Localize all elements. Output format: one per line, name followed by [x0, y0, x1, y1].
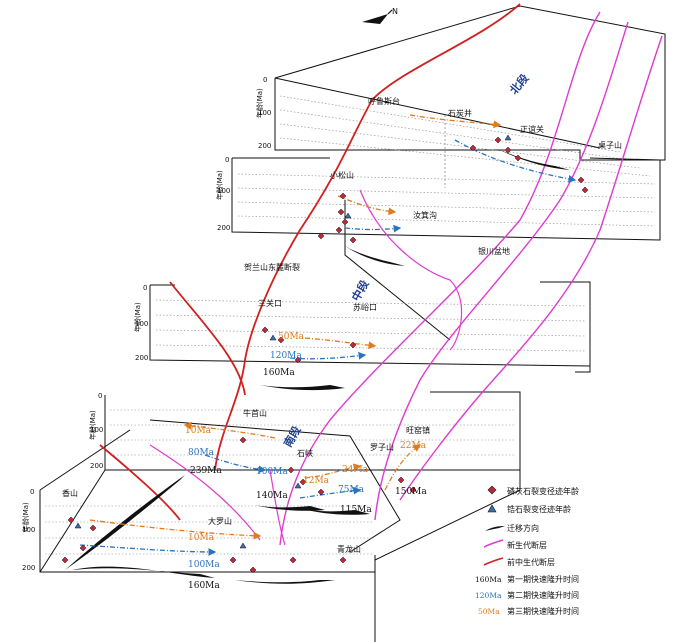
svg-text:新生代断层: 新生代断层: [507, 540, 547, 550]
migration-legend-icon: [485, 526, 505, 531]
svg-text:200: 200: [22, 564, 35, 572]
block-north: [274, 5, 666, 188]
svg-text:锆石裂变径迹年龄: 锆石裂变径迹年龄: [507, 504, 571, 514]
svg-text:100: 100: [135, 320, 148, 328]
svg-text:200: 200: [90, 462, 103, 470]
svg-text:50Ma: 50Ma: [278, 332, 305, 342]
svg-text:10Ma: 10Ma: [185, 426, 212, 436]
svg-text:年龄(Ma): 年龄(Ma): [215, 170, 224, 200]
segment-north-label: 北段: [507, 71, 532, 97]
cenozoic-fault-6: [149, 444, 261, 541]
svg-text:前中生代断层: 前中生代断层: [507, 557, 555, 567]
phase3-arrows: [89, 114, 502, 540]
premesozoic-fault: [214, 3, 521, 471]
svg-text:239Ma: 239Ma: [190, 466, 222, 476]
legend: 磷灰石裂变径迹年龄 锆石裂变径迹年龄 迁移方向 新生代断层 前中生代断层 160…: [475, 485, 579, 616]
svg-text:青龙山: 青龙山: [337, 544, 361, 554]
svg-text:香山: 香山: [62, 488, 78, 498]
svg-text:年龄(Ma): 年龄(Ma): [88, 410, 97, 440]
svg-text:第一期快速隆升时间: 第一期快速隆升时间: [507, 574, 579, 584]
segment-south-label: 南段: [280, 423, 303, 449]
svg-text:三关口: 三关口: [258, 298, 282, 308]
zircon-samples: [74, 134, 512, 549]
premesozoic-fault-3: [99, 444, 181, 521]
svg-text:呼鲁斯台: 呼鲁斯台: [368, 96, 400, 106]
svg-text:115Ma: 115Ma: [340, 505, 372, 515]
svg-text:汝箕沟: 汝箕沟: [413, 210, 437, 220]
segment-middle-label: 中段: [348, 277, 371, 303]
svg-text:100: 100: [258, 109, 271, 117]
svg-text:年龄(Ma): 年龄(Ma): [255, 88, 264, 118]
migration-arrows: [65, 150, 570, 584]
svg-text:160Ma: 160Ma: [263, 368, 295, 378]
svg-text:200: 200: [135, 354, 148, 362]
svg-text:160Ma: 160Ma: [475, 575, 502, 584]
cenozoic-fault-2: [374, 21, 629, 521]
premesozoic-fault-2: [169, 281, 246, 396]
svg-text:100Ma: 100Ma: [188, 560, 220, 570]
svg-text:100: 100: [217, 187, 230, 195]
svg-text:正谊关: 正谊关: [520, 124, 544, 134]
svg-text:大罗山: 大罗山: [208, 516, 232, 526]
cenozoic-fault-5: [269, 469, 286, 546]
cenozoic-fault-legend-icon: [483, 539, 504, 548]
apatite-samples: [61, 136, 589, 574]
svg-text:12Ma: 12Ma: [303, 476, 330, 486]
svg-text:迁移方向: 迁移方向: [507, 523, 539, 533]
cenozoic-fault-1: [279, 11, 601, 546]
place-labels: 呼鲁斯台 石炭井 正谊关 桌子山 小松山 汝箕沟 银川盆地 贺兰山东麓断裂 三关…: [62, 96, 622, 554]
zircon-legend-icon: [487, 504, 497, 513]
age-labels: 50Ma 120Ma 160Ma 10Ma 80Ma 239Ma 100Ma 1…: [185, 332, 427, 591]
svg-text:贺兰山东麓断裂: 贺兰山东麓断裂: [244, 262, 300, 272]
svg-text:小松山: 小松山: [330, 170, 354, 180]
svg-text:200: 200: [258, 142, 271, 150]
svg-text:年龄(Ma): 年龄(Ma): [133, 302, 142, 332]
svg-text:80Ma: 80Ma: [188, 448, 215, 458]
svg-text:罗子山: 罗子山: [370, 442, 394, 452]
phase2-arrows: [79, 139, 577, 556]
apatite-legend-icon: [487, 485, 497, 495]
axis-labels: 年龄(Ma) 0 100 200 年龄(Ma) 0 100 200 年龄(Ma)…: [21, 76, 271, 572]
north-label: N: [392, 7, 398, 16]
svg-text:0: 0: [263, 76, 267, 84]
svg-text:0: 0: [98, 392, 102, 400]
cenozoic-fault-4: [359, 189, 463, 351]
premeso-fault-legend-icon: [483, 557, 504, 566]
svg-text:200: 200: [217, 224, 230, 232]
svg-text:22Ma: 22Ma: [400, 441, 427, 451]
north-arrow-icon: N: [362, 7, 398, 24]
svg-text:0: 0: [225, 156, 229, 164]
svg-text:银川盆地: 银川盆地: [478, 246, 510, 256]
svg-text:24Ma: 24Ma: [342, 465, 369, 475]
svg-text:0: 0: [143, 284, 147, 292]
cenozoic-fault-3: [399, 35, 663, 501]
svg-text:磷灰石裂变径迹年龄: 磷灰石裂变径迹年龄: [507, 486, 579, 496]
svg-text:石炭井: 石炭井: [448, 108, 472, 118]
svg-text:桌子山: 桌子山: [598, 140, 622, 150]
svg-text:120Ma: 120Ma: [270, 351, 302, 361]
svg-text:140Ma: 140Ma: [256, 491, 288, 501]
svg-text:0: 0: [30, 488, 34, 496]
svg-text:75Ma: 75Ma: [338, 485, 365, 495]
svg-text:石峡: 石峡: [297, 448, 313, 458]
svg-text:第三期快速隆升时间: 第三期快速隆升时间: [507, 606, 579, 616]
block-3: [149, 281, 591, 373]
svg-text:10Ma: 10Ma: [188, 533, 215, 543]
svg-text:旺窑镇: 旺窑镇: [406, 425, 430, 435]
svg-text:120Ma: 120Ma: [475, 591, 502, 600]
block-2: [231, 157, 661, 341]
svg-text:100: 100: [22, 526, 35, 534]
svg-text:牛首山: 牛首山: [243, 408, 267, 418]
svg-text:苏峪口: 苏峪口: [353, 302, 377, 312]
svg-text:100: 100: [90, 426, 103, 434]
svg-text:150Ma: 150Ma: [395, 487, 427, 497]
block-4: [104, 391, 521, 471]
svg-text:第二期快速隆升时间: 第二期快速隆升时间: [507, 590, 579, 600]
svg-text:100Ma: 100Ma: [256, 467, 288, 477]
svg-text:年龄(Ma): 年龄(Ma): [21, 502, 30, 532]
svg-text:160Ma: 160Ma: [188, 581, 220, 591]
svg-text:50Ma: 50Ma: [478, 607, 500, 616]
